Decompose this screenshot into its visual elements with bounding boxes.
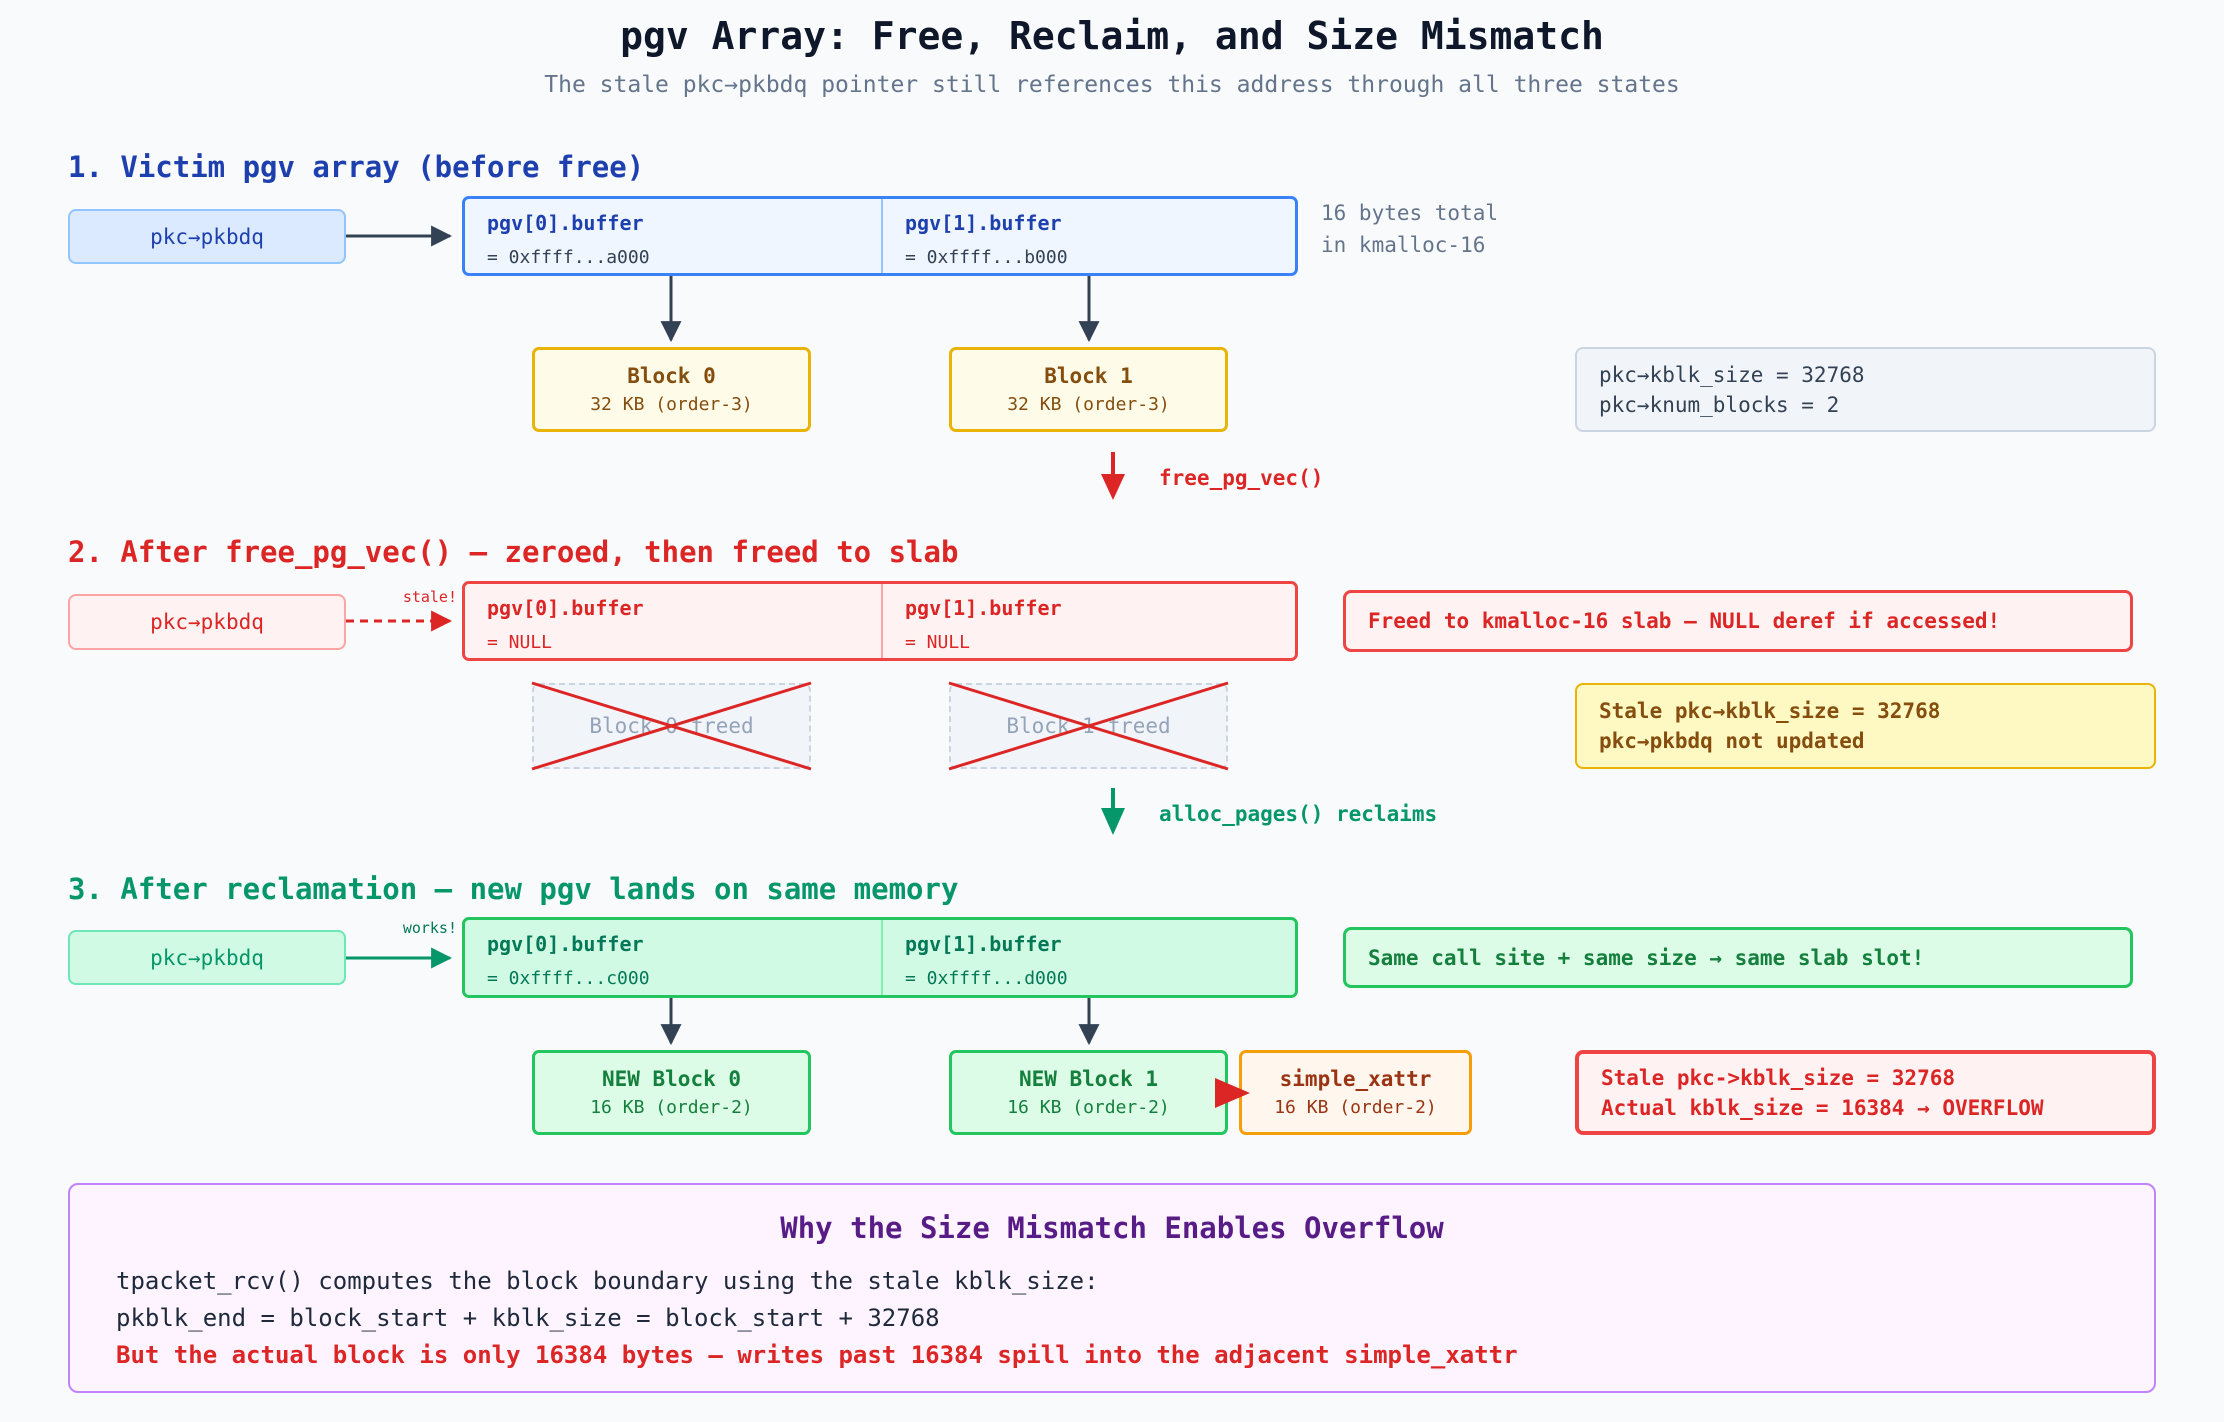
block-size: 16 KB (order-2): [1274, 1097, 1437, 1118]
section1-state-note: pkc→kblk_size = 32768 pkc→knum_blocks = …: [1575, 347, 2156, 432]
stale-note-line: Stale pkc→kblk_size = 32768: [1599, 699, 1941, 723]
size-note-line: 16 bytes total: [1321, 201, 1499, 225]
section3-slot-note: Same call site + same size → same slab s…: [1343, 927, 2133, 988]
cell-name: pgv[0].buffer: [487, 211, 644, 235]
works-tag: works!: [402, 919, 457, 937]
explanation-highlight: But the actual block is only 16384 bytes…: [116, 1341, 1518, 1369]
section3-new-block-1: NEW Block 1 16 KB (order-2): [949, 1050, 1228, 1135]
cell-value: = 0xffff...d000: [905, 968, 1068, 989]
section3-pointer-box: pkc→pkbdq: [68, 930, 346, 985]
cell-name: pgv[1].buffer: [905, 932, 1062, 956]
explanation-body: tpacket_rcv() computes the block boundar…: [116, 1263, 1518, 1374]
free-transition-arrowhead: [1101, 474, 1125, 500]
section2-warning: Freed to kmalloc-16 slab — NULL deref if…: [1343, 590, 2133, 652]
transition1-label: free_pg_vec(): [1159, 466, 1324, 490]
freed-block-label: Block 1 freed: [1006, 714, 1171, 738]
section2-freed-block-1: Block 1 freed: [949, 683, 1228, 769]
block-size: 32 KB (order-3): [1007, 394, 1170, 415]
section1-block-0: Block 0 32 KB (order-3): [532, 347, 811, 432]
cell-name: pgv[1].buffer: [905, 211, 1062, 235]
block-name: NEW Block 1: [1018, 1067, 1159, 1091]
section1-block-1: Block 1 32 KB (order-3): [949, 347, 1228, 432]
cell-value: = NULL: [487, 632, 553, 653]
cell-value: = 0xffff...a000: [487, 247, 650, 268]
section3-pgv-array: pgv[0].buffer = 0xffff...c000 pgv[1].buf…: [462, 917, 1298, 998]
section2-cell-0: pgv[0].buffer = NULL: [465, 584, 883, 658]
section1-pointer-box: pkc→pkbdq: [68, 209, 346, 264]
cell-name: pgv[0].buffer: [487, 596, 644, 620]
stale-note-line: pkc→pkbdq not updated: [1599, 729, 1865, 753]
section2-pgv-array: pgv[0].buffer = NULL pgv[1].buffer = NUL…: [462, 581, 1298, 661]
section2-freed-block-0: Block 0 freed: [532, 683, 811, 769]
section3-overflow-note: Stale pkc->kblk_size = 32768 Actual kblk…: [1575, 1050, 2156, 1135]
section3-cell-1: pgv[1].buffer = 0xffff...d000: [883, 920, 1295, 995]
section2-pointer-box: pkc→pkbdq: [68, 594, 346, 650]
page-subtitle: The stale pkc→pkbdq pointer still refere…: [544, 72, 1680, 98]
explanation-line: tpacket_rcv() computes the block boundar…: [116, 1267, 1099, 1295]
section3-new-block-0: NEW Block 0 16 KB (order-2): [532, 1050, 811, 1135]
explanation-heading: Why the Size Mismatch Enables Overflow: [780, 1211, 1444, 1245]
section2-heading: 2. After free_pg_vec() — zeroed, then fr…: [68, 535, 959, 569]
section1-cell-1: pgv[1].buffer = 0xffff...b000: [883, 199, 1295, 273]
transition2-label: alloc_pages() reclaims: [1159, 802, 1438, 826]
block-name: NEW Block 0: [601, 1067, 742, 1091]
cell-value: = NULL: [905, 632, 971, 653]
section3-cell-0: pgv[0].buffer = 0xffff...c000: [465, 920, 883, 995]
cell-name: pgv[1].buffer: [905, 596, 1062, 620]
block-size: 32 KB (order-3): [590, 394, 753, 415]
section1-heading: 1. Victim pgv array (before free): [68, 150, 645, 184]
stale-tag: stale!: [402, 588, 457, 606]
section1-pgv-array: pgv[0].buffer = 0xffff...a000 pgv[1].buf…: [462, 196, 1298, 276]
section2-cell-1: pgv[1].buffer = NULL: [883, 584, 1295, 658]
freed-block-label: Block 0 freed: [589, 714, 754, 738]
cell-name: pgv[0].buffer: [487, 932, 644, 956]
overflow-note-line: Stale pkc->kblk_size = 32768: [1601, 1065, 1956, 1090]
state-note-line: pkc→kblk_size = 32768: [1599, 362, 1865, 387]
block-size: 16 KB (order-2): [1007, 1097, 1170, 1118]
simple-xattr-block: simple_xattr 16 KB (order-2): [1239, 1050, 1472, 1135]
block-size: 16 KB (order-2): [590, 1097, 753, 1118]
cell-value: = 0xffff...b000: [905, 247, 1068, 268]
page-title: pgv Array: Free, Reclaim, and Size Misma…: [620, 14, 1604, 58]
block-name: Block 0: [627, 364, 716, 388]
section3-heading: 3. After reclamation — new pgv lands on …: [68, 872, 959, 906]
block-name: Block 1: [1044, 364, 1133, 388]
explanation-line: pkblk_end = block_start + kblk_size = bl…: [116, 1304, 940, 1332]
overflow-note-line: Actual kblk_size = 16384 → OVERFLOW: [1601, 1095, 2044, 1120]
section1-size-note: 16 bytes total in kmalloc-16: [1321, 197, 1498, 261]
cell-value: = 0xffff...c000: [487, 968, 650, 989]
block-name: simple_xattr: [1279, 1067, 1432, 1091]
size-note-line: in kmalloc-16: [1321, 233, 1486, 257]
explanation-panel: Why the Size Mismatch Enables Overflow t…: [68, 1183, 2156, 1393]
section1-cell-0: pgv[0].buffer = 0xffff...a000: [465, 199, 883, 273]
state-note-line: pkc→knum_blocks = 2: [1599, 392, 1840, 417]
reclaim-transition-arrowhead: [1101, 808, 1125, 835]
section2-stale-note: Stale pkc→kblk_size = 32768 pkc→pkbdq no…: [1575, 683, 2156, 769]
